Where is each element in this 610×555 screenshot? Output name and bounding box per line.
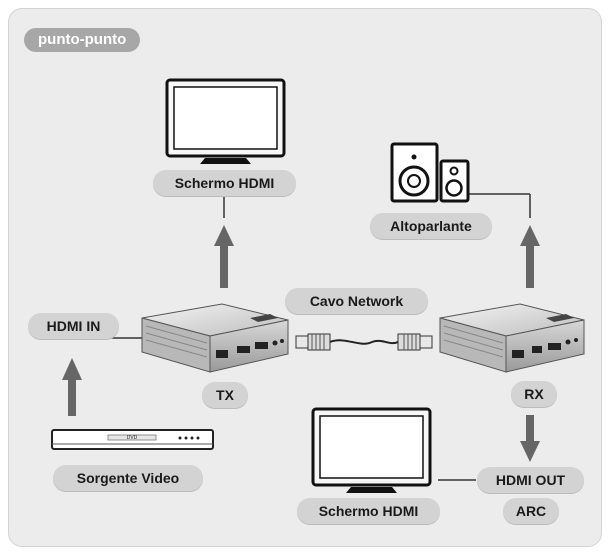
label-speaker: Altoparlante [370, 213, 492, 239]
monitor-icon [311, 407, 432, 493]
diagram-title: punto-punto [24, 28, 141, 52]
label-hdmi-in: HDMI IN [28, 313, 119, 339]
arrow-up-to-screen [214, 225, 234, 288]
dvd-logo-text: DVD [127, 435, 138, 441]
dvd-player-icon: DVD [51, 429, 214, 450]
arrow-down-to-hdmi-out [520, 415, 540, 462]
label-rx: RX [511, 381, 557, 407]
label-hdmi-out: HDMI OUT [477, 467, 584, 493]
label-tx: TX [202, 382, 248, 408]
label-screen-top: Schermo HDMI [153, 170, 296, 196]
arrow-up-to-hdmi-in [62, 358, 82, 416]
label-screen-bottom: Schermo HDMI [297, 498, 440, 524]
network-cable-icon [295, 333, 433, 351]
label-video-source: Sorgente Video [53, 465, 203, 491]
arrow-up-to-speaker [520, 225, 540, 288]
receiver-icon [439, 303, 585, 373]
monitor-icon [165, 78, 286, 164]
diagram-frame [8, 8, 602, 547]
transmitter-icon [141, 303, 289, 373]
speaker-icon [390, 142, 470, 203]
label-network-cable: Cavo Network [285, 288, 428, 314]
label-arc: ARC [503, 498, 559, 524]
